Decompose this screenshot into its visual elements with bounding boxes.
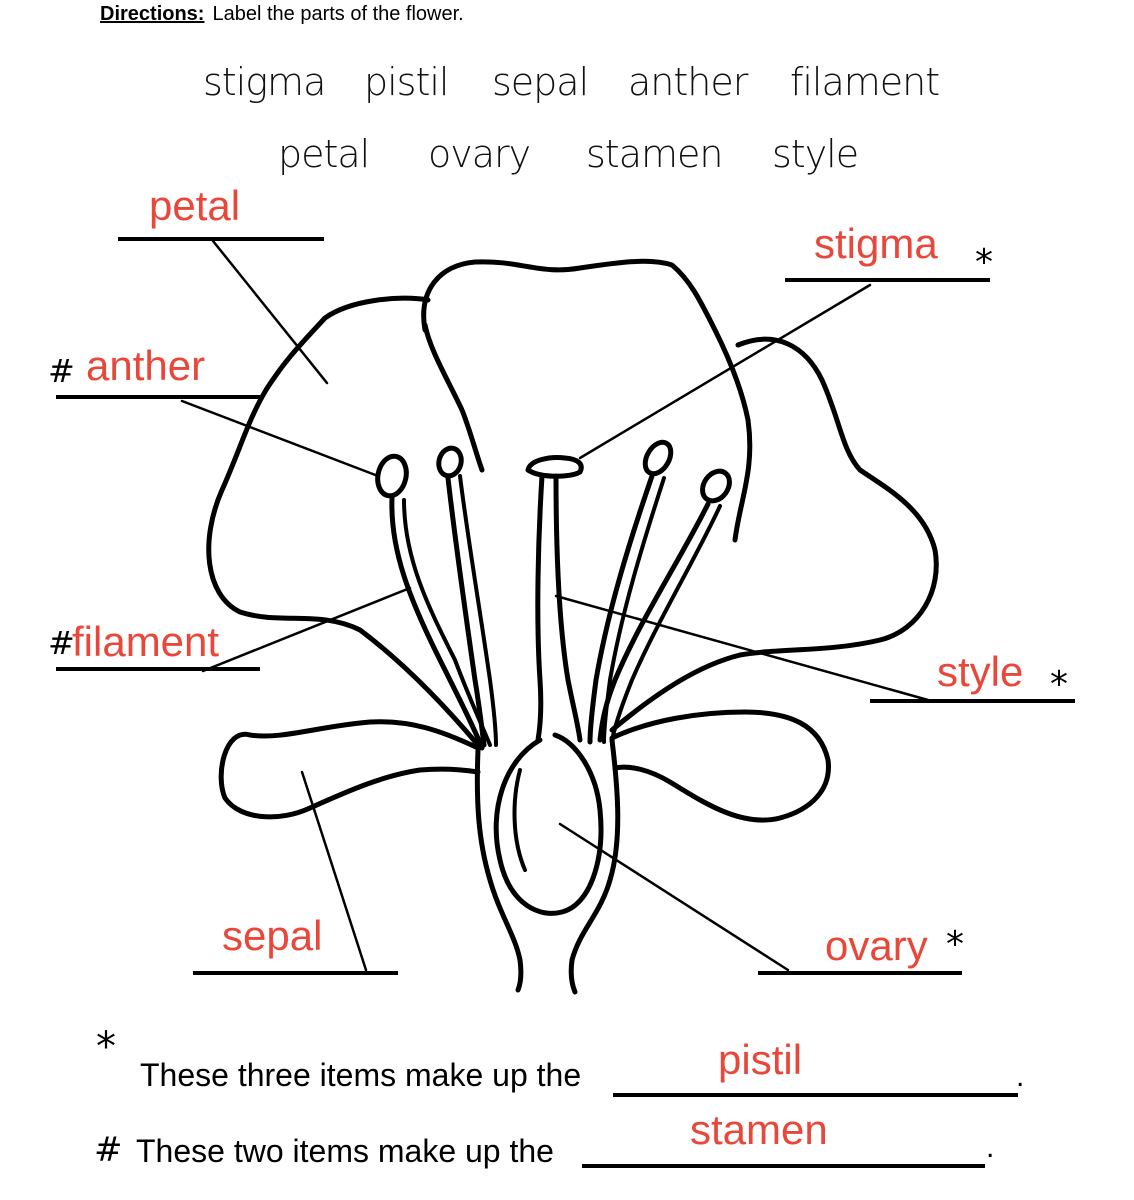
filament-hash-mark: #	[48, 624, 75, 662]
ovary-star-mark: *	[946, 924, 964, 965]
anther-3	[642, 439, 674, 477]
style-star-mark: *	[1050, 664, 1068, 705]
ovary-leader	[558, 822, 790, 972]
word-bank-filament: filament	[790, 60, 940, 104]
directions-lead: Directions:	[100, 3, 205, 25]
stigma-answer: stigma	[814, 220, 938, 267]
anther-4	[700, 468, 732, 504]
filament-4b	[610, 504, 722, 742]
anther-2	[436, 445, 464, 479]
style-left-line	[535, 473, 545, 743]
filament-leader	[201, 586, 412, 673]
stamen-hash-mark: #	[94, 1130, 123, 1170]
petal-leader	[211, 239, 329, 385]
receptacle-right	[568, 737, 621, 995]
sepal-answer: sepal	[222, 912, 323, 959]
style-answer: style	[937, 648, 1024, 695]
filament-answer: filament	[72, 618, 220, 665]
pistil-period: .	[1016, 1060, 1025, 1093]
style-right-line	[553, 473, 583, 743]
directions: Directions: Label the parts of the flower…	[100, 3, 464, 26]
sepal-leader	[300, 770, 368, 972]
filament-2a	[445, 475, 487, 748]
anther-leader	[180, 399, 380, 478]
center-petal-fold	[422, 322, 485, 473]
ovary-inner	[512, 768, 527, 872]
word-bank-sepal: sepal	[492, 60, 589, 104]
word-bank-petal: petal	[278, 132, 370, 176]
receptacle-left	[474, 747, 524, 993]
right-sepal-outline	[609, 709, 831, 823]
pistil-star-mark: *	[96, 1024, 116, 1070]
left-petal-outline	[206, 295, 481, 748]
word-bank-anther: anther	[628, 60, 748, 104]
petal-answer: petal	[149, 182, 241, 229]
stigma-star-mark: *	[975, 242, 993, 283]
right-petal-outline	[609, 336, 939, 733]
filament-2b	[458, 474, 498, 747]
word-bank-ovary: ovary	[428, 132, 531, 176]
stamen-period: .	[986, 1131, 995, 1164]
word-bank-pistil: pistil	[364, 60, 449, 104]
stigma-leader	[578, 283, 872, 460]
anther-answer: anther	[86, 342, 206, 389]
ovary-outline	[493, 732, 604, 916]
center-petal-outline	[421, 258, 753, 543]
filament-1a	[389, 495, 485, 751]
style-leader	[554, 594, 930, 702]
word-bank-stigma: stigma	[203, 60, 326, 104]
directions-text: Label the parts of the flower.	[212, 3, 464, 25]
word-bank-stamen: stamen	[586, 132, 723, 176]
stigma-outline	[525, 455, 584, 479]
filament-4a	[597, 501, 711, 743]
anther-hash-mark: #	[48, 352, 75, 390]
pistil-answer: pistil	[718, 1036, 803, 1083]
stamen-answer: stamen	[690, 1106, 828, 1153]
stamen-sentence: These two items make up the	[136, 1133, 554, 1169]
pistil-sentence: These three items make up the	[140, 1057, 582, 1093]
ovary-answer: ovary	[825, 922, 928, 969]
filament-3a	[587, 473, 655, 745]
anther-1	[375, 453, 409, 499]
left-sepal-outline	[218, 719, 481, 820]
word-bank-style: style	[772, 132, 859, 176]
